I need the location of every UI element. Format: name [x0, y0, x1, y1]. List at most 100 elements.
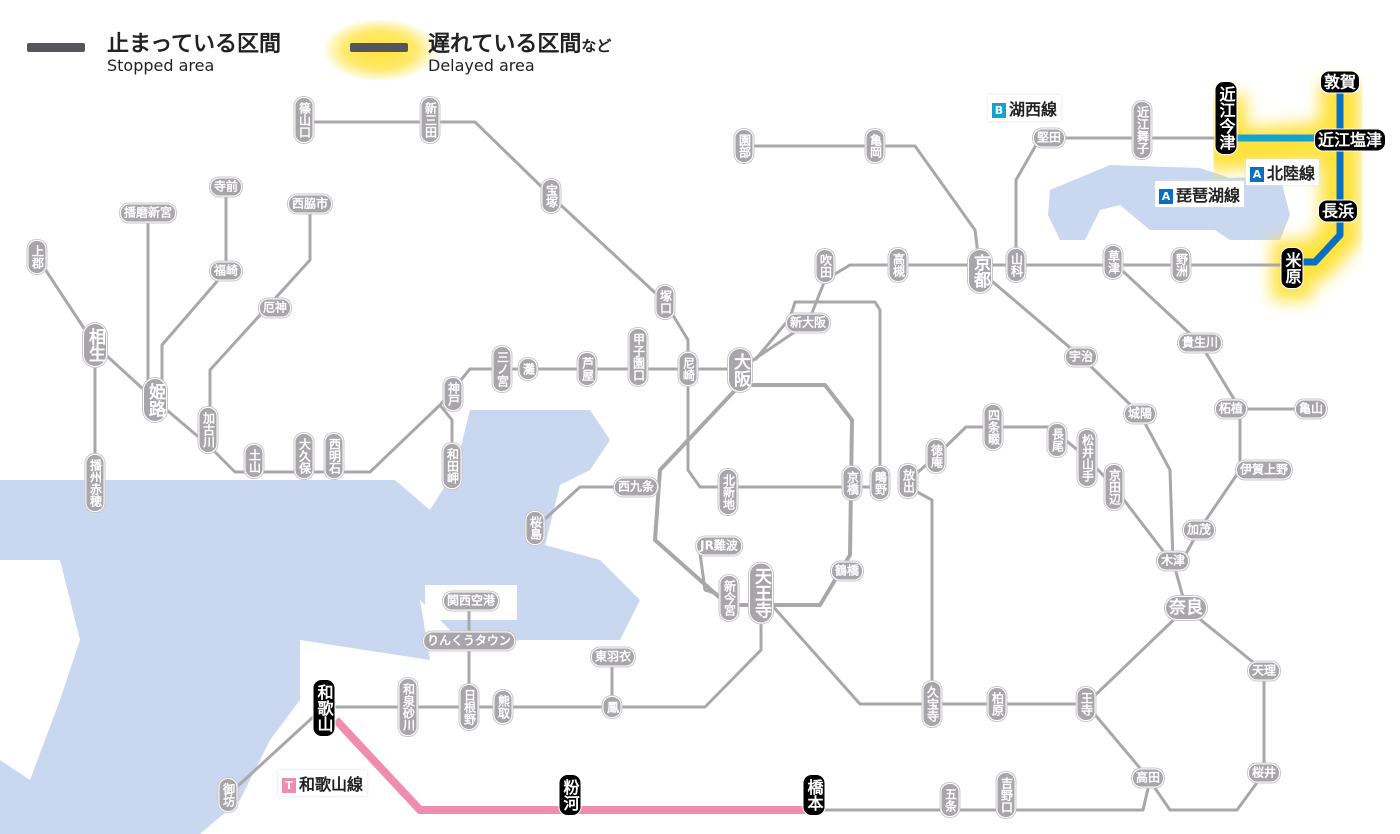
station-6[interactable]: 上郡: [27, 240, 47, 274]
station-37[interactable]: 草津: [1103, 245, 1123, 279]
station-29[interactable]: 亀岡: [865, 129, 885, 163]
station-50[interactable]: 放出: [898, 464, 918, 498]
station-40[interactable]: 貴生川: [1177, 333, 1223, 353]
stopped-legend-label-en: Stopped area: [107, 56, 215, 75]
station-47[interactable]: 松井山手: [1077, 429, 1097, 487]
station-20[interactable]: 尼崎: [678, 352, 698, 386]
station-19[interactable]: 甲子園口: [628, 328, 648, 386]
station-5[interactable]: 西脇市: [287, 194, 333, 214]
station-68[interactable]: 東羽衣: [590, 647, 636, 667]
station-12[interactable]: 土山: [244, 444, 264, 478]
station-73[interactable]: 和歌山: [312, 679, 336, 737]
station-15[interactable]: 神戸: [443, 377, 463, 411]
station-17[interactable]: 灘: [518, 358, 538, 380]
station-3[interactable]: 寺前: [209, 177, 243, 197]
station-64[interactable]: 奈良: [1165, 596, 1207, 620]
station-39[interactable]: 宇治: [1064, 347, 1098, 367]
station-75[interactable]: 粉河: [558, 774, 582, 816]
station-22[interactable]: 大阪: [728, 348, 752, 392]
station-59[interactable]: 新今宮: [719, 575, 739, 621]
station-67[interactable]: りんくうタウン: [423, 631, 515, 651]
station-8[interactable]: 厄神: [258, 298, 292, 318]
station-70[interactable]: 和泉砂川: [398, 678, 418, 736]
station-74[interactable]: 御坊: [218, 778, 238, 812]
delayed-legend-swatch: [350, 43, 408, 52]
station-63[interactable]: 木津: [1156, 551, 1190, 571]
station-27[interactable]: 山科: [1006, 248, 1026, 282]
station-54[interactable]: 西九条: [613, 477, 659, 497]
station-9[interactable]: 相生: [83, 323, 107, 367]
station-25[interactable]: 高槻: [888, 248, 908, 282]
station-60[interactable]: 天王寺: [749, 562, 773, 624]
station-52[interactable]: 京橋: [842, 466, 862, 500]
station-76[interactable]: 橋本: [802, 774, 826, 816]
station-35[interactable]: 長浜: [1317, 199, 1359, 223]
yamatoji-line: [759, 560, 1188, 706]
station-45[interactable]: 四条畷: [983, 404, 1003, 450]
gakkentoshi-line: [907, 425, 1172, 561]
station-49[interactable]: 徳庵: [926, 439, 946, 473]
station-23[interactable]: 新大阪: [785, 313, 831, 333]
station-51[interactable]: 鴫野: [870, 466, 890, 500]
station-82[interactable]: 柏原: [987, 687, 1007, 721]
station-58[interactable]: JR難波: [696, 536, 742, 556]
station-44[interactable]: 伊賀上野: [1235, 460, 1293, 480]
line-name: 和歌山線: [299, 775, 364, 794]
station-4[interactable]: 播磨新宮: [119, 203, 177, 223]
station-66[interactable]: 関西空港: [442, 591, 500, 611]
station-10[interactable]: 姫路: [143, 378, 167, 422]
station-77[interactable]: 五条: [940, 783, 960, 817]
osaka-east-line: [907, 485, 934, 704]
station-42[interactable]: 亀山: [1294, 399, 1328, 419]
station-26[interactable]: 京都: [968, 249, 992, 293]
station-83[interactable]: 王寺: [1076, 687, 1096, 721]
station-33[interactable]: 敦賀: [1319, 70, 1361, 94]
station-34[interactable]: 近江塩津: [1313, 128, 1387, 152]
stopped-legend-swatch: [27, 43, 85, 52]
station-57[interactable]: 播州赤穂: [85, 454, 105, 512]
station-46[interactable]: 長尾: [1047, 423, 1067, 457]
station-72[interactable]: 熊取: [493, 690, 513, 724]
station-80[interactable]: 桜井: [1247, 763, 1281, 783]
station-48[interactable]: 京田辺: [1104, 464, 1124, 510]
station-2[interactable]: 宝塚: [541, 179, 561, 213]
station-18[interactable]: 芦屋: [577, 352, 597, 386]
station-78[interactable]: 吉野口: [996, 772, 1016, 818]
station-36[interactable]: 米原: [1280, 247, 1304, 289]
station-81[interactable]: 久宝寺: [922, 681, 942, 727]
station-55[interactable]: 桜島: [525, 511, 545, 545]
station-62[interactable]: 加茂: [1182, 520, 1216, 540]
station-14[interactable]: 西明石: [324, 433, 344, 479]
osaka-higashi-line: [753, 300, 882, 487]
station-16[interactable]: 三ノ宮: [492, 346, 512, 392]
station-21[interactable]: 塚口: [655, 285, 675, 319]
station-13[interactable]: 大久保: [294, 433, 314, 479]
station-28[interactable]: 園部: [734, 129, 754, 163]
station-38[interactable]: 野洲: [1171, 248, 1191, 282]
station-0[interactable]: 篠山口: [294, 97, 314, 143]
delayed-legend-text: 遅れている区間: [428, 32, 582, 57]
wakayama-line-east: [814, 703, 1152, 812]
station-56[interactable]: 和田岬: [442, 443, 462, 489]
kisei-line: [226, 705, 326, 797]
station-41[interactable]: 柘植: [1214, 399, 1248, 419]
station-31[interactable]: 近江舞子: [1132, 101, 1152, 159]
sanin-line: [744, 144, 982, 272]
station-79[interactable]: 高田: [1131, 768, 1165, 788]
station-71[interactable]: 日根野: [459, 684, 479, 730]
station-24[interactable]: 吹田: [815, 249, 835, 283]
station-43[interactable]: 城陽: [1123, 404, 1157, 424]
station-11[interactable]: 加古川: [198, 407, 218, 453]
station-7[interactable]: 福崎: [209, 261, 243, 281]
station-65[interactable]: 天理: [1247, 661, 1281, 681]
station-1[interactable]: 新三田: [420, 97, 440, 143]
station-32[interactable]: 近江今津: [1214, 81, 1238, 155]
station-53[interactable]: 北新地: [718, 469, 738, 515]
station-30[interactable]: 堅田: [1032, 128, 1066, 148]
station-61[interactable]: 鶴橋: [830, 561, 864, 581]
station-69[interactable]: 鳳: [602, 696, 622, 718]
